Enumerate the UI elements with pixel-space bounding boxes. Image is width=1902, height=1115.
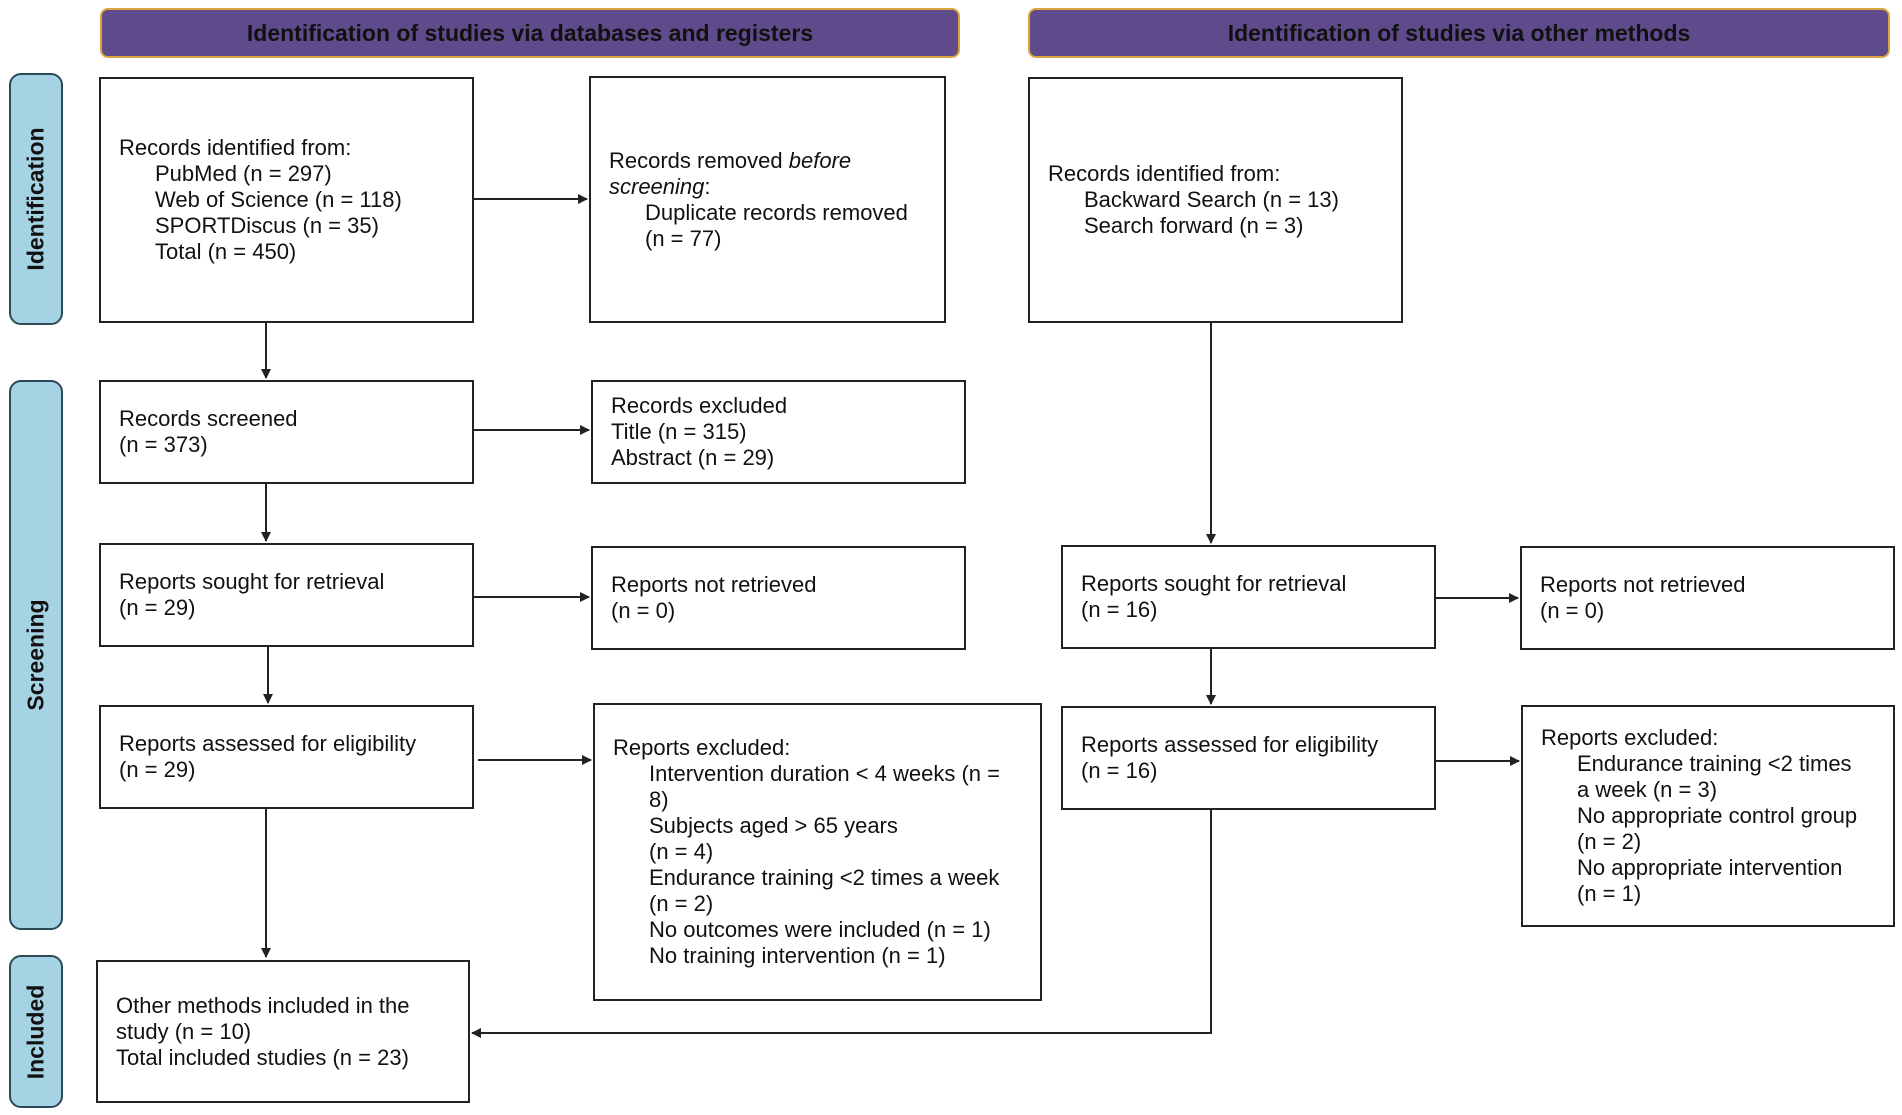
other-reports-assessed-box: Reports assessed for eligibility (n = 16…: [1061, 706, 1436, 810]
db-exclusion-line: (n = 2): [649, 891, 714, 916]
included-line: Total included studies (n = 23): [116, 1044, 409, 1070]
other-reports-not-retrieved-box: Reports not retrieved (n = 0): [1520, 546, 1895, 650]
db-reports-excluded-box: Reports excluded: Intervention duration …: [593, 703, 1042, 1001]
db-records-removed-line: Duplicate records removed: [645, 199, 908, 225]
db-records-screened-title: Records screened: [119, 406, 298, 431]
db-records-excluded-line: Title (n = 315): [611, 419, 747, 444]
other-reports-assessed-count: (n = 16): [1081, 758, 1158, 783]
other-exclusion-line: No appropriate control group: [1577, 803, 1858, 828]
db-exclusion-line: Endurance training <2 times a week: [649, 865, 1000, 890]
other-source-line: Backward Search (n = 13): [1084, 187, 1339, 212]
other-records-identified-title: Records identified from:: [1048, 161, 1281, 186]
other-reports-sought-box: Reports sought for retrieval (n = 16): [1061, 545, 1436, 649]
db-exclusion-line: (n = 4): [649, 839, 714, 864]
db-records-excluded-line: Abstract (n = 29): [611, 445, 775, 470]
db-records-removed-box: Records removed before screening: Duplic…: [589, 76, 946, 323]
db-records-identified-box: Records identified from: PubMed (n = 297…: [99, 77, 474, 323]
db-reports-not-retrieved-box: Reports not retrieved (n = 0): [591, 546, 966, 650]
db-exclusion-line: Intervention duration < 4 weeks (n =: [649, 761, 1000, 786]
other-source-line: Search forward (n = 3): [1084, 213, 1304, 238]
db-reports-not-retrieved-title: Reports not retrieved: [611, 572, 817, 597]
other-reports-sought-count: (n = 16): [1081, 597, 1158, 622]
phase-included: Included: [9, 955, 63, 1108]
other-exclusion-line: a week (n = 3): [1577, 777, 1718, 802]
db-exclusion-line: No outcomes were included (n = 1): [649, 917, 991, 942]
db-records-excluded-title: Records excluded: [611, 393, 788, 418]
header-other-methods: Identification of studies via other meth…: [1028, 8, 1890, 58]
included-line: Other methods included in the: [116, 992, 410, 1018]
phase-identification: Identification: [9, 73, 63, 325]
included-line: study (n = 10): [116, 1018, 252, 1044]
other-exclusion-line: (n = 1): [1577, 881, 1642, 906]
arrow-other-assessed-to-included: [471, 810, 1212, 1038]
other-reports-not-retrieved-count: (n = 0): [1540, 598, 1605, 623]
included-studies-box: Other methods included in the study (n =…: [96, 960, 470, 1103]
other-reports-excluded-title: Reports excluded:: [1541, 725, 1719, 750]
db-reports-assessed-box: Reports assessed for eligibility (n = 29…: [99, 705, 474, 809]
db-reports-assessed-title: Reports assessed for eligibility: [119, 731, 417, 756]
db-records-removed-title-2: screening:: [609, 173, 711, 199]
other-records-identified-box: Records identified from: Backward Search…: [1028, 77, 1403, 323]
db-reports-sought-box: Reports sought for retrieval (n = 29): [99, 543, 474, 647]
db-records-removed-line: (n = 77): [645, 225, 722, 251]
other-exclusion-line: No appropriate intervention: [1577, 855, 1843, 880]
other-exclusion-line: (n = 2): [1577, 829, 1642, 854]
db-exclusion-line: No training intervention (n = 1): [649, 943, 946, 968]
db-source-line: PubMed (n = 297): [155, 161, 332, 186]
other-reports-sought-title: Reports sought for retrieval: [1081, 571, 1347, 596]
header-databases: Identification of studies via databases …: [100, 8, 960, 58]
db-records-excluded-box: Records excluded Title (n = 315) Abstrac…: [591, 380, 966, 484]
db-source-line: Total (n = 450): [155, 239, 297, 264]
db-records-identified-title: Records identified from:: [119, 135, 352, 160]
other-reports-assessed-title: Reports assessed for eligibility: [1081, 732, 1379, 757]
db-source-line: SPORTDiscus (n = 35): [155, 213, 379, 238]
db-exclusion-line: 8): [649, 787, 669, 812]
other-exclusion-line: Endurance training <2 times: [1577, 751, 1852, 776]
db-records-removed-title: Records removed before: [609, 147, 852, 173]
db-source-line: Web of Science (n = 118): [155, 187, 402, 212]
db-reports-not-retrieved-count: (n = 0): [611, 598, 676, 623]
db-exclusion-line: Subjects aged > 65 years: [649, 813, 898, 838]
db-records-screened-count: (n = 373): [119, 432, 208, 457]
db-records-screened-box: Records screened (n = 373): [99, 380, 474, 484]
other-reports-not-retrieved-title: Reports not retrieved: [1540, 572, 1746, 597]
other-reports-excluded-box: Reports excluded: Endurance training <2 …: [1521, 705, 1895, 927]
db-reports-excluded-title: Reports excluded:: [613, 735, 791, 760]
phase-screening: Screening: [9, 380, 63, 930]
db-reports-assessed-count: (n = 29): [119, 757, 196, 782]
db-reports-sought-count: (n = 29): [119, 595, 196, 620]
db-reports-sought-title: Reports sought for retrieval: [119, 569, 385, 594]
